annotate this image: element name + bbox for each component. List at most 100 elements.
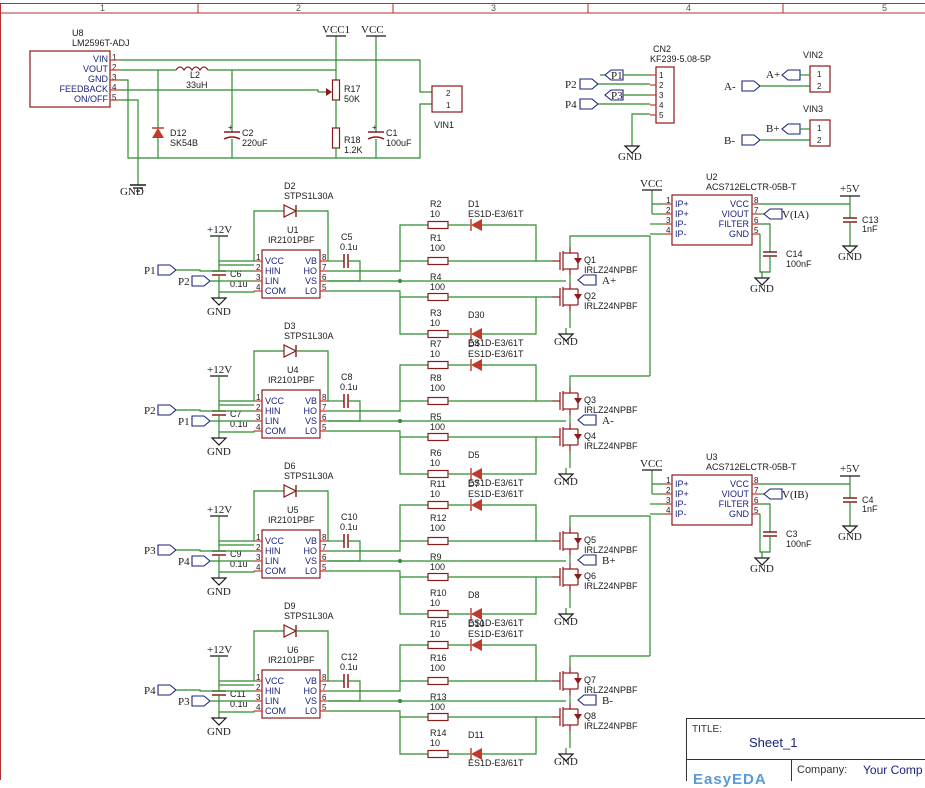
- pin-num: 7: [754, 206, 759, 215]
- r8-ref: R8: [430, 373, 442, 383]
- mosfet-q8[interactable]: [552, 703, 582, 731]
- hin-net-port: P1: [144, 265, 156, 277]
- col-label-2: 2: [296, 3, 301, 13]
- mosfet-q6[interactable]: [552, 563, 582, 591]
- cn2-net-p4-label: P4: [565, 99, 577, 111]
- u8-pin-vin: VIN: [93, 54, 108, 64]
- cn2-pin-2: 2: [659, 81, 664, 90]
- resistor-r7[interactable]: [428, 362, 448, 369]
- d30-ref: D30: [468, 310, 485, 320]
- c4-val: 1nF: [862, 504, 878, 514]
- d8-ref: D8: [468, 590, 480, 600]
- r6-val: 10: [430, 458, 440, 468]
- sensor-pin-viout: VIOUT: [721, 489, 749, 499]
- resistor-r6[interactable]: [428, 471, 448, 478]
- cn2-net-p2-label: P2: [565, 79, 577, 91]
- diode-d4[interactable]: [471, 359, 482, 371]
- q4-ref: Q4: [584, 431, 596, 441]
- resistor-r3[interactable]: [428, 331, 448, 338]
- cn2-pin-1: 1: [659, 71, 664, 80]
- diode-d6[interactable]: [284, 485, 296, 497]
- sensor-pin-ip-: IP-: [675, 229, 687, 239]
- capacitor-c2[interactable]: [224, 137, 240, 139]
- resistor-r8[interactable]: [428, 398, 448, 405]
- capacitor-c1[interactable]: [368, 137, 384, 139]
- vcc-label: VCC: [640, 458, 663, 470]
- r1-ref: R1: [430, 233, 442, 243]
- pin-num: 5: [322, 283, 327, 292]
- diode-d7[interactable]: [471, 499, 482, 511]
- mosfet-q4[interactable]: [552, 423, 582, 451]
- diode-d9[interactable]: [284, 625, 296, 637]
- mosfet-q2[interactable]: [552, 283, 582, 311]
- gnd-label: GND: [554, 756, 578, 768]
- resistor-r17[interactable]: [333, 80, 340, 100]
- hin-net-port: P3: [144, 545, 156, 557]
- resistor-r10[interactable]: [428, 611, 448, 618]
- gnd-label: GND: [838, 251, 862, 263]
- mosfet-q1[interactable]: [552, 247, 582, 275]
- cn2-net-p3-label: P3: [611, 90, 623, 102]
- resistor-r16[interactable]: [428, 678, 448, 685]
- q8-ref: Q8: [584, 711, 596, 721]
- pin-num: 3: [256, 413, 261, 422]
- title-label: TITLE:: [692, 724, 722, 735]
- pin-num: 7: [322, 683, 327, 692]
- d6-ref: D6: [284, 461, 296, 471]
- u8-part: LM2596T-ADJ: [72, 38, 130, 48]
- r10-val: 10: [430, 598, 440, 608]
- pin-num: 3: [666, 216, 671, 225]
- r7-ref: R7: [430, 339, 442, 349]
- col-label-5: 5: [882, 3, 887, 13]
- resistor-r12[interactable]: [428, 538, 448, 545]
- r1-val: 100: [430, 243, 445, 253]
- q4-part: IRLZ24NPBF: [584, 441, 638, 451]
- gnd-label: GND: [750, 563, 774, 575]
- resistor-r5[interactable]: [428, 434, 448, 441]
- u4-ref: U4: [287, 365, 299, 375]
- diode-d1[interactable]: [471, 219, 482, 231]
- r16-ref: R16: [430, 653, 447, 663]
- driver-pin-hin: HIN: [265, 546, 281, 556]
- driver-pin-ho: HO: [304, 686, 318, 696]
- diode-d2[interactable]: [284, 205, 296, 217]
- d2-val: STPS1L30A: [284, 191, 334, 201]
- cn2-pin-5: 5: [659, 111, 664, 120]
- pin-num: 6: [322, 693, 327, 702]
- resistor-r1[interactable]: [428, 258, 448, 265]
- sensor-pin-ip+: IP+: [675, 199, 689, 209]
- r15-ref: R15: [430, 619, 447, 629]
- resistor-r9[interactable]: [428, 574, 448, 581]
- mosfet-q3[interactable]: [552, 387, 582, 415]
- c2-val: 220uF: [242, 138, 268, 148]
- diode-d12[interactable]: [152, 128, 164, 138]
- p5-label: +5V: [840, 463, 860, 475]
- u8-pin-num-3: 3: [112, 73, 117, 82]
- resistor-r15[interactable]: [428, 642, 448, 649]
- mosfet-q5[interactable]: [552, 527, 582, 555]
- resistor-r4[interactable]: [428, 294, 448, 301]
- resistor-r13[interactable]: [428, 714, 448, 721]
- mosfet-q7[interactable]: [552, 667, 582, 695]
- c1-val: 100uF: [386, 138, 412, 148]
- d7-val: ES1D-E3/61T: [468, 489, 524, 499]
- diode-d10[interactable]: [471, 639, 482, 651]
- pin-num: 4: [256, 283, 261, 292]
- diode-d3[interactable]: [284, 345, 296, 357]
- pin-num: 7: [754, 486, 759, 495]
- u2-part: ACS712ELCTR-05B-T: [706, 182, 797, 192]
- resistor-r14[interactable]: [428, 751, 448, 758]
- resistor-r2[interactable]: [428, 222, 448, 229]
- r11-val: 10: [430, 489, 440, 499]
- resistor-r11[interactable]: [428, 502, 448, 509]
- r3-val: 10: [430, 318, 440, 328]
- r9-val: 100: [430, 562, 445, 572]
- p12-label: +12V: [207, 504, 232, 516]
- resistor-r18[interactable]: [333, 128, 340, 148]
- output-net-port: B-: [602, 695, 613, 707]
- driver-pin-com: COM: [265, 706, 286, 716]
- r12-val: 100: [430, 523, 445, 533]
- pin-num: 6: [754, 216, 759, 225]
